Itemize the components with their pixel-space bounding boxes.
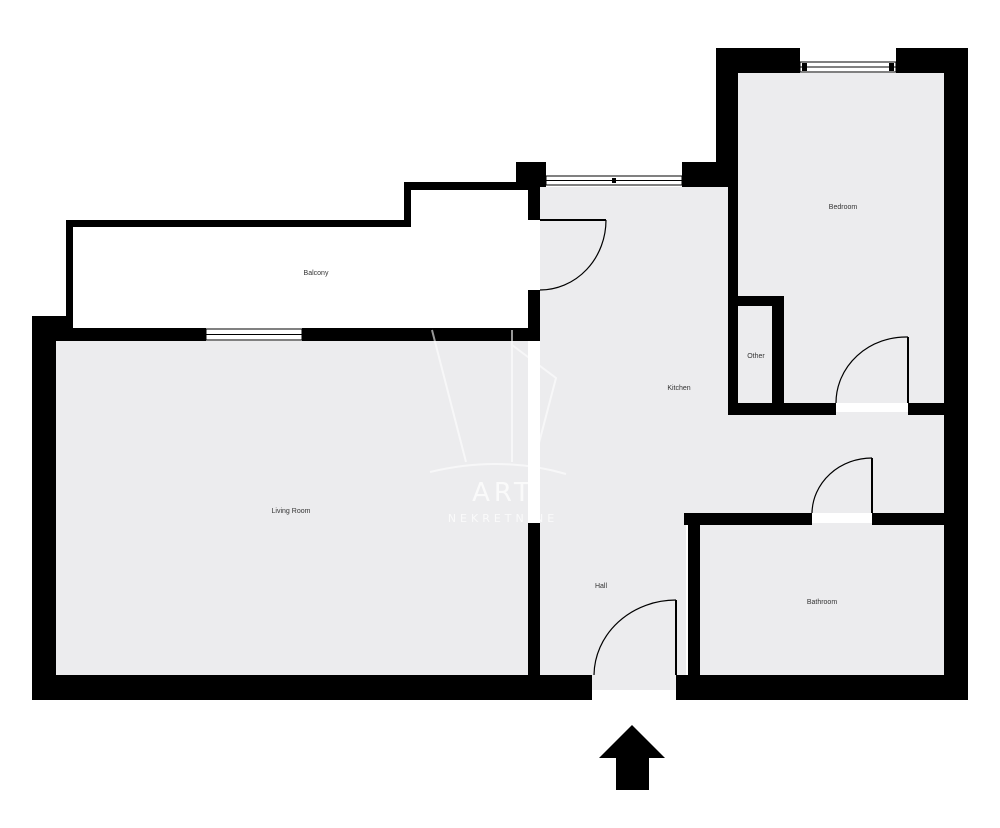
label-bathroom: Bathroom xyxy=(807,599,838,606)
wall-living-top-b xyxy=(32,328,206,341)
floors xyxy=(56,73,944,690)
wall-bedroom-bottom-b xyxy=(908,403,968,415)
window-living-room xyxy=(205,328,303,341)
wall-other-top xyxy=(728,296,784,306)
watermark-brand: ART xyxy=(472,478,534,508)
watermark-subtitle: NEKRETNINE xyxy=(448,512,558,525)
watermark-logo-shape xyxy=(431,329,558,463)
balcony-railing-top-right xyxy=(404,182,528,190)
floor-bathroom xyxy=(700,523,944,675)
label-balcony: Balcony xyxy=(304,270,329,277)
wall-bathroom-top-b xyxy=(872,513,968,525)
wall-bedroom-top-left xyxy=(716,48,800,73)
door-bathroom xyxy=(811,457,873,514)
wall-balcony-kitchen-lower xyxy=(528,290,540,341)
balcony-railing-left xyxy=(66,220,73,328)
windows xyxy=(205,61,897,341)
wall-bottom-left xyxy=(32,675,592,700)
watermark-logo-arc xyxy=(429,463,567,475)
doors xyxy=(539,219,909,676)
floor-other xyxy=(740,306,772,403)
watermark: ART NEKRETNINE xyxy=(429,329,567,525)
label-bedroom: Bedroom xyxy=(829,204,858,211)
wall-bedroom-bottom-a xyxy=(728,403,836,415)
door-entrance xyxy=(593,599,677,676)
wall-right-outer xyxy=(944,48,968,700)
wall-balcony-kitchen-upper xyxy=(528,182,540,220)
wall-bathroom-left xyxy=(688,513,700,700)
window-kitchen xyxy=(545,175,683,186)
label-kitchen: Kitchen xyxy=(667,385,690,392)
wall-living-left xyxy=(32,316,56,700)
wall-living-hall xyxy=(528,523,540,700)
arrow-up-icon xyxy=(599,725,665,790)
floor-kitchen-hall xyxy=(540,187,944,690)
label-other: Other xyxy=(747,353,765,360)
wall-bottom-right xyxy=(676,675,968,700)
wall-bathroom-top-a xyxy=(684,513,812,525)
balcony-railing-top xyxy=(66,220,411,227)
floor-balcony xyxy=(73,190,528,326)
balcony-railing-step xyxy=(404,182,411,227)
wall-bedroom-left-outer xyxy=(716,48,738,187)
walls xyxy=(32,48,968,700)
wall-other-right xyxy=(772,296,784,415)
window-bedroom xyxy=(799,61,897,73)
door-balcony xyxy=(539,219,607,291)
label-hall: Hall xyxy=(595,583,608,590)
wall-living-top-c xyxy=(302,328,540,341)
room-labels: Balcony Bedroom Other Kitchen Living Roo… xyxy=(272,204,858,606)
label-living-room: Living Room xyxy=(272,508,311,515)
door-bedroom xyxy=(835,336,909,404)
wall-kitchen-pillar-left xyxy=(516,162,546,187)
